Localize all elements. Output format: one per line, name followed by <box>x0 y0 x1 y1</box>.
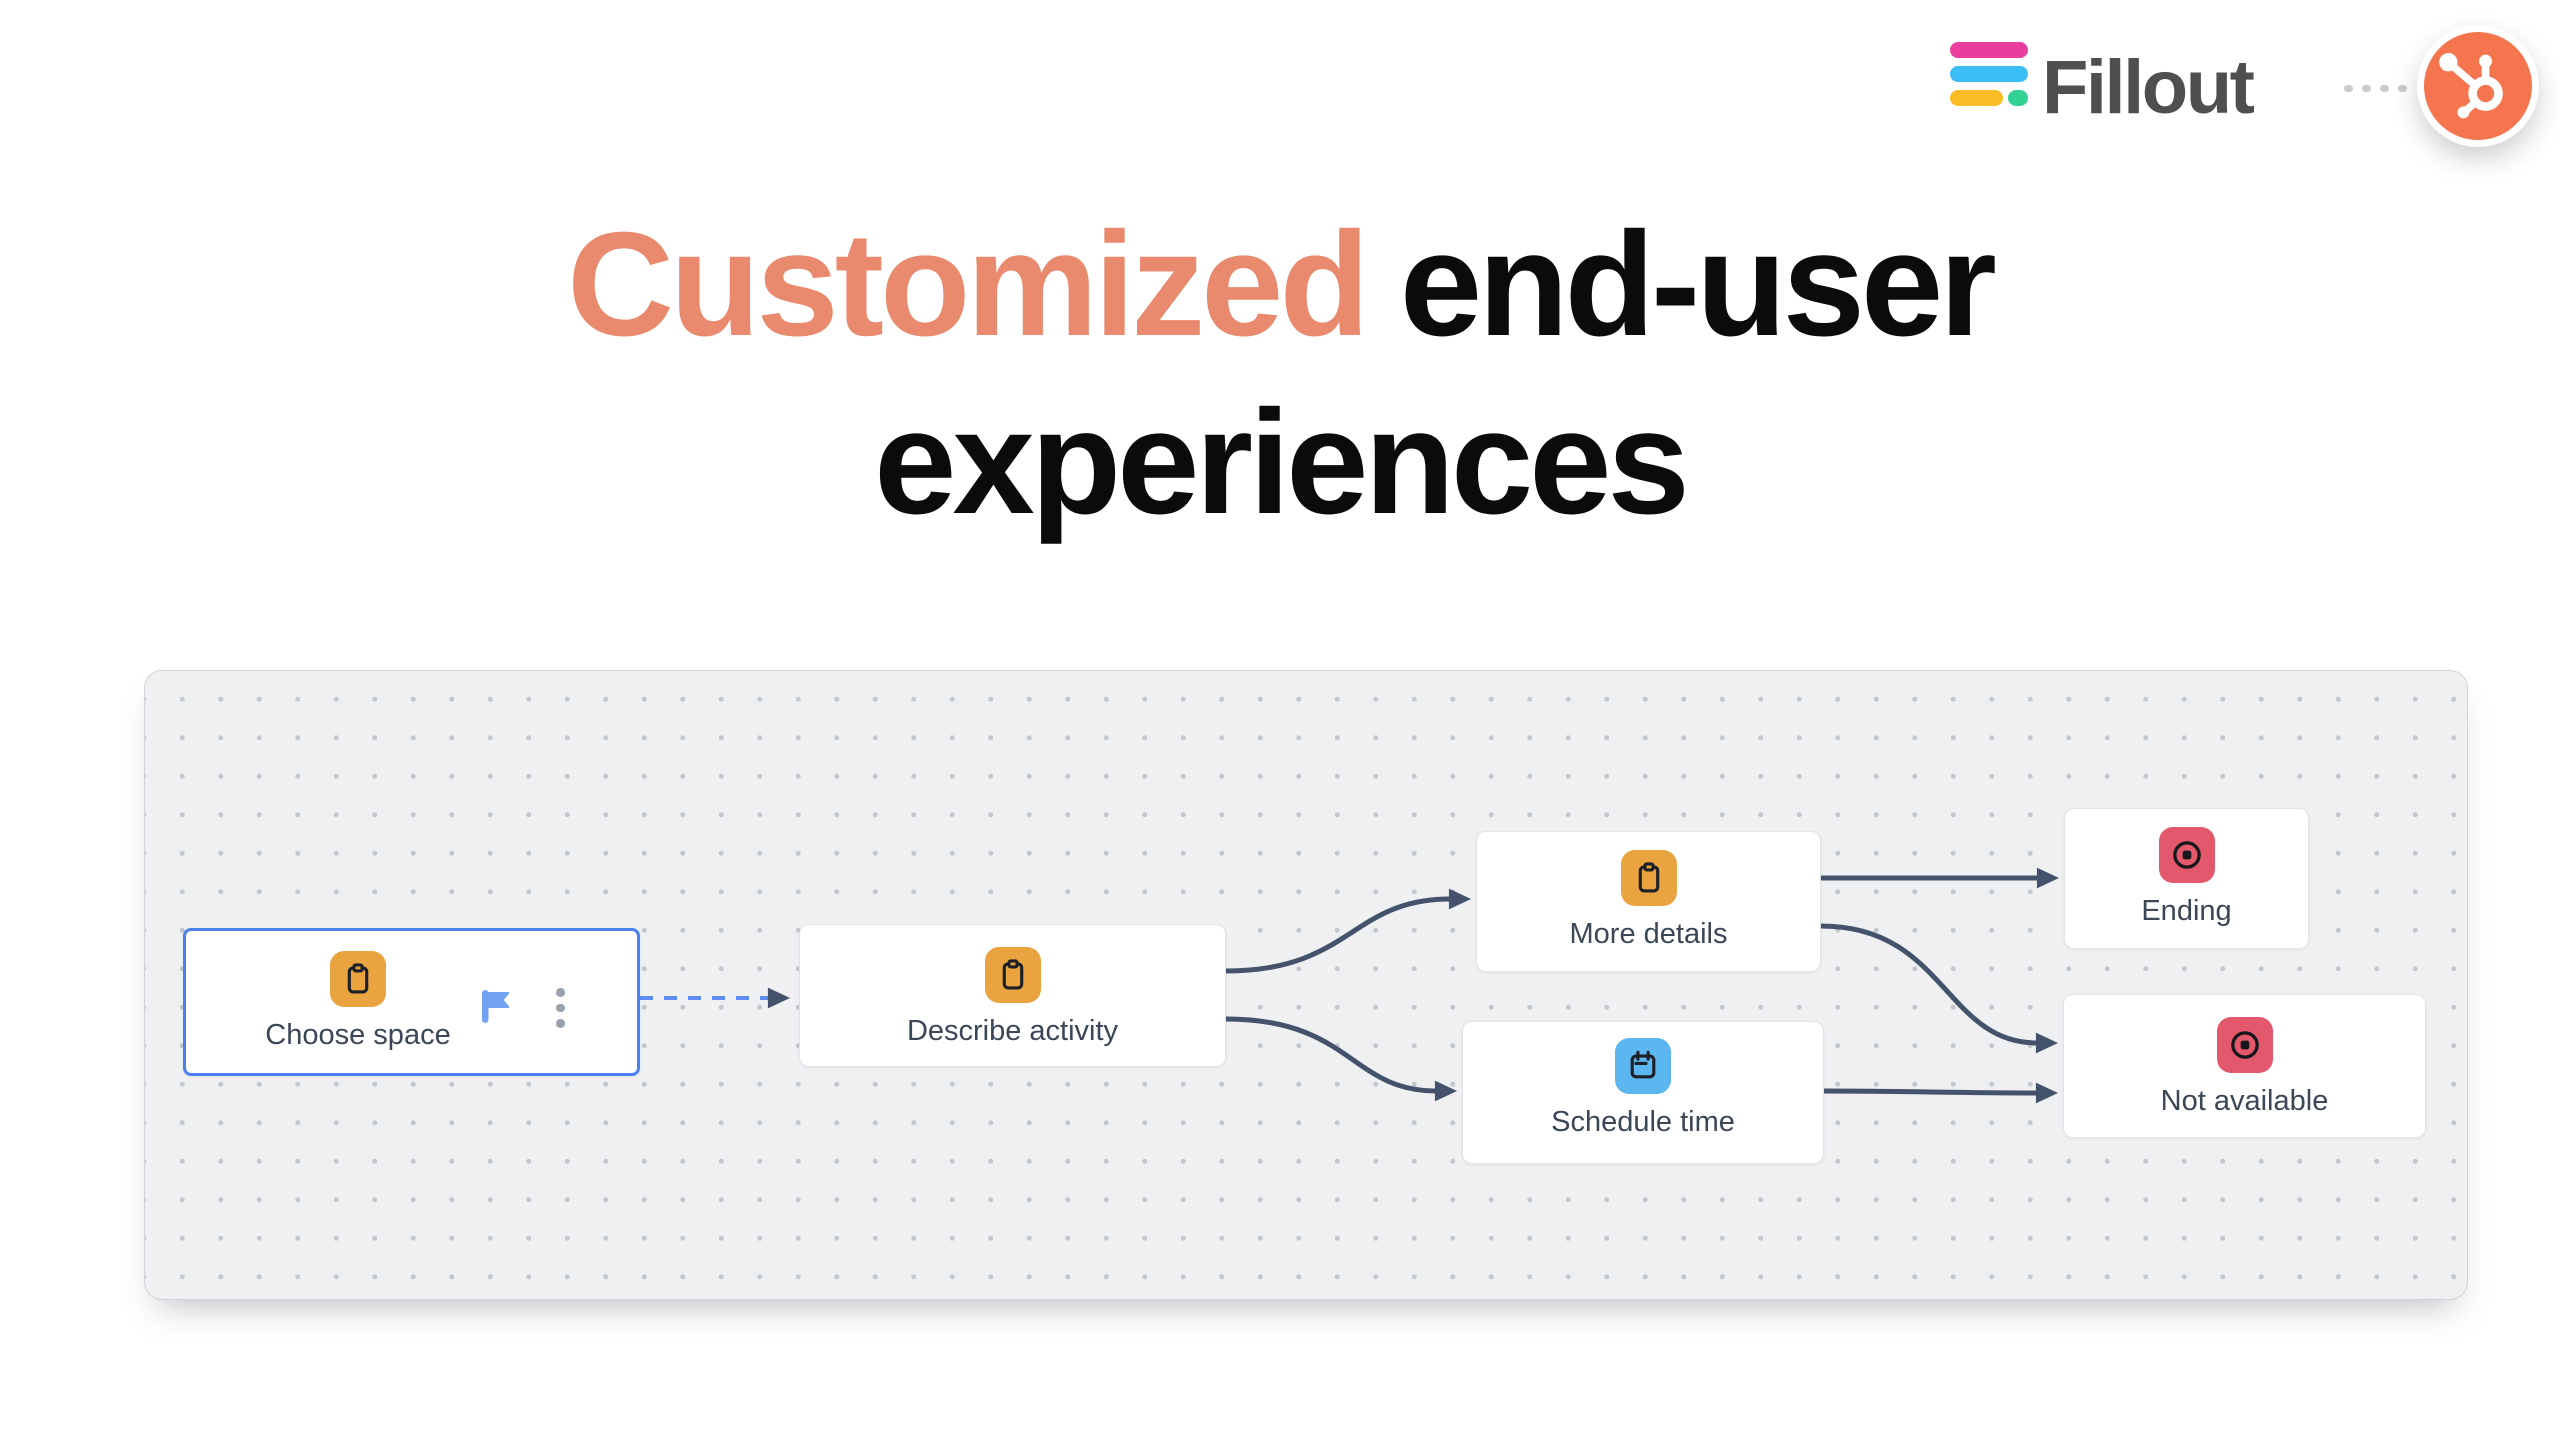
flow-canvas[interactable]: Choose space Describe activity More deta… <box>144 670 2468 1300</box>
fillout-logo <box>1950 42 2028 106</box>
hubspot-logo-icon <box>2417 25 2539 147</box>
logo-bar-yellow <box>1950 90 2003 106</box>
flag-icon[interactable] <box>478 987 514 1027</box>
page-title-line2: experiences <box>874 380 1690 545</box>
hubspot-sprocket-icon <box>2439 53 2503 119</box>
node-not-available[interactable]: Not available <box>2063 994 2426 1138</box>
fillout-wordmark: Fillout <box>2042 45 2255 130</box>
page-title-highlight: Customized <box>567 202 1370 367</box>
edge-schedule-to-notavailable <box>1823 1082 2059 1104</box>
kebab-menu-icon[interactable] <box>556 988 566 1028</box>
node-choose-space[interactable]: Choose space <box>183 928 640 1076</box>
integration-connector-dashes <box>2344 85 2407 92</box>
node-label: More details <box>1569 918 1728 950</box>
edge-more-to-notavailable <box>1820 923 2059 1054</box>
clipboard-icon <box>984 947 1041 1003</box>
node-label: Schedule time <box>1551 1106 1735 1138</box>
edge-describe-to-schedule <box>1225 1016 1458 1102</box>
node-body: Choose space <box>186 931 530 1073</box>
node-label: Describe activity <box>906 1015 1119 1047</box>
node-schedule-time[interactable]: Schedule time <box>1462 1021 1824 1164</box>
logo-bar-blue <box>1950 66 2028 82</box>
node-label: Choose space <box>265 1019 451 1051</box>
logo-bar-green <box>2008 90 2028 106</box>
clipboard-icon <box>1620 850 1677 906</box>
node-describe-activity[interactable]: Describe activity <box>799 924 1226 1067</box>
clipboard-icon <box>330 951 386 1007</box>
stop-circle-icon <box>2216 1017 2273 1073</box>
node-label: Not available <box>2160 1085 2329 1117</box>
node-label: Ending <box>2141 895 2232 927</box>
edge-describe-to-more <box>1225 888 1472 974</box>
node-more-details[interactable]: More details <box>1476 831 1821 972</box>
calendar-icon <box>1615 1038 1671 1094</box>
stop-circle-icon <box>2158 827 2215 883</box>
node-ending[interactable]: Ending <box>2064 808 2309 949</box>
logo-bar-pink <box>1950 42 2028 58</box>
